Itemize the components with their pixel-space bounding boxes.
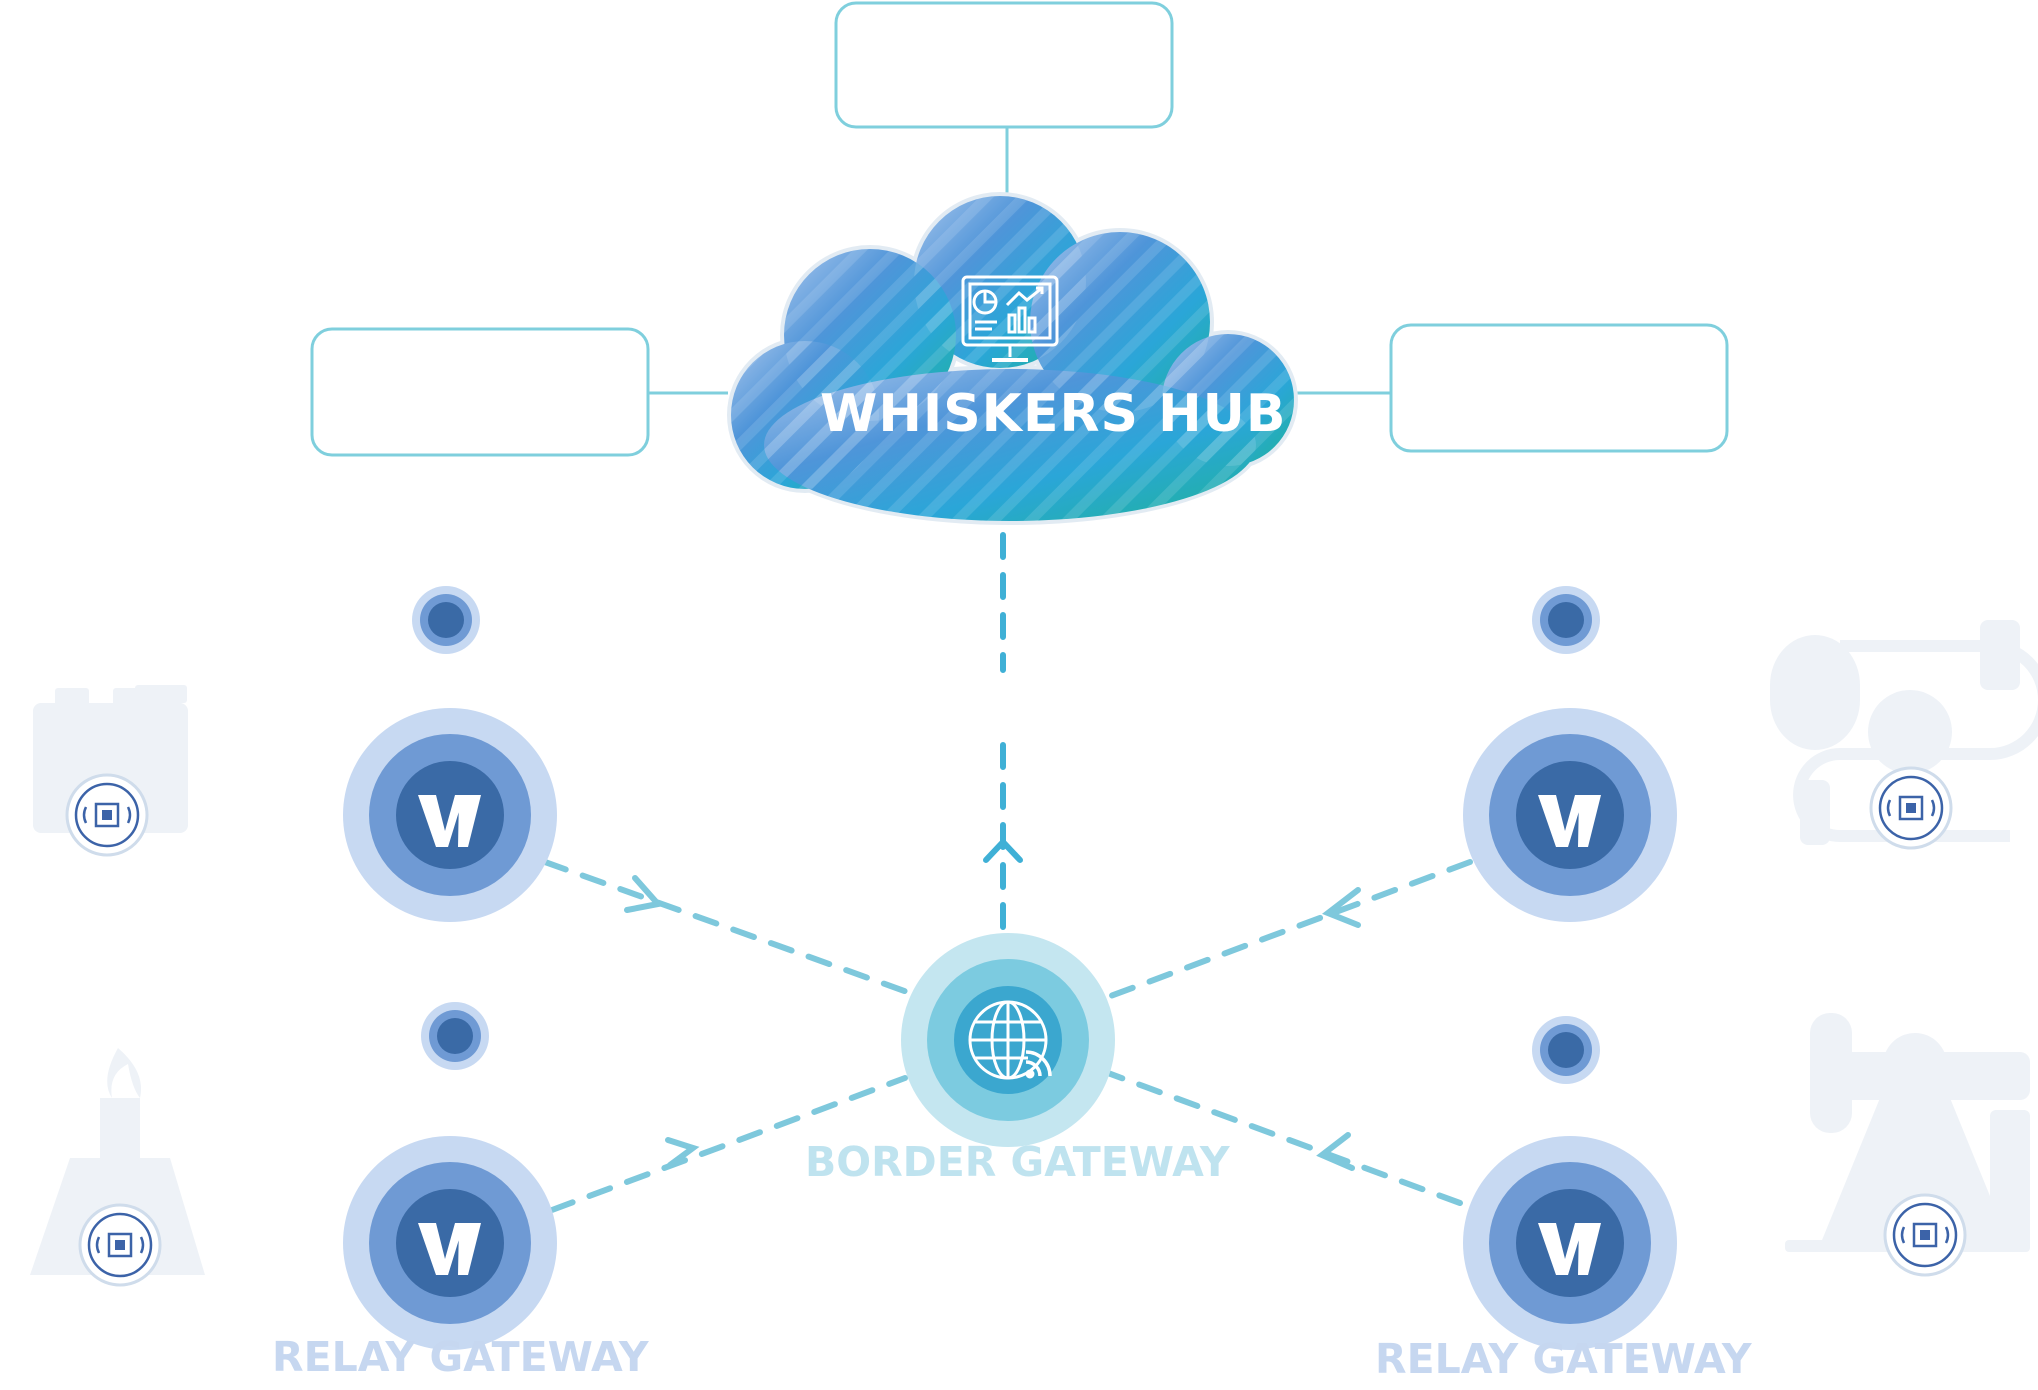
relay-connector-arrows [624, 875, 1361, 1171]
iot-chip-icon [78, 1203, 162, 1287]
status-dot [412, 586, 480, 654]
relay-gateway-node [343, 1136, 557, 1350]
hub-box-top [834, 1, 1174, 129]
w-logo-icon [1538, 1223, 1601, 1275]
border-gateway-node [901, 933, 1115, 1147]
relay-gateway-node [343, 708, 557, 922]
whiskers-hub-cloud [727, 192, 1298, 525]
w-logo-icon [418, 1223, 481, 1275]
relay-connectors [542, 859, 1473, 1213]
iot-chip-icon [1883, 1193, 1967, 1277]
hub-box-left [310, 327, 650, 457]
w-logo-icon [1538, 795, 1601, 847]
globe-wifi-icon [968, 1000, 1052, 1080]
uplink-connector [983, 532, 1023, 933]
status-dot [1532, 586, 1600, 654]
w-logo-icon [418, 795, 481, 847]
status-dot [1532, 1016, 1600, 1084]
monitor-analytics-icon [961, 275, 1059, 362]
pipe-valve-icon [1770, 620, 2038, 845]
iot-chip-icon [65, 773, 149, 857]
hub-title: WHISKERS HUB [820, 384, 1287, 444]
border-gateway-label: BORDER GATEWAY [805, 1138, 1230, 1186]
status-dot [421, 1002, 489, 1070]
relay-gateway-node [1463, 1136, 1677, 1350]
hub-box-right [1389, 323, 1729, 453]
oil-pumpjack-icon [1785, 1013, 2030, 1252]
iot-chip-icon [1869, 766, 1953, 850]
relay-gateway-label-left: RELAY GATEWAY [272, 1333, 649, 1381]
relay-gateway-node [1463, 708, 1677, 922]
relay-gateway-label-right: RELAY GATEWAY [1375, 1335, 1752, 1383]
